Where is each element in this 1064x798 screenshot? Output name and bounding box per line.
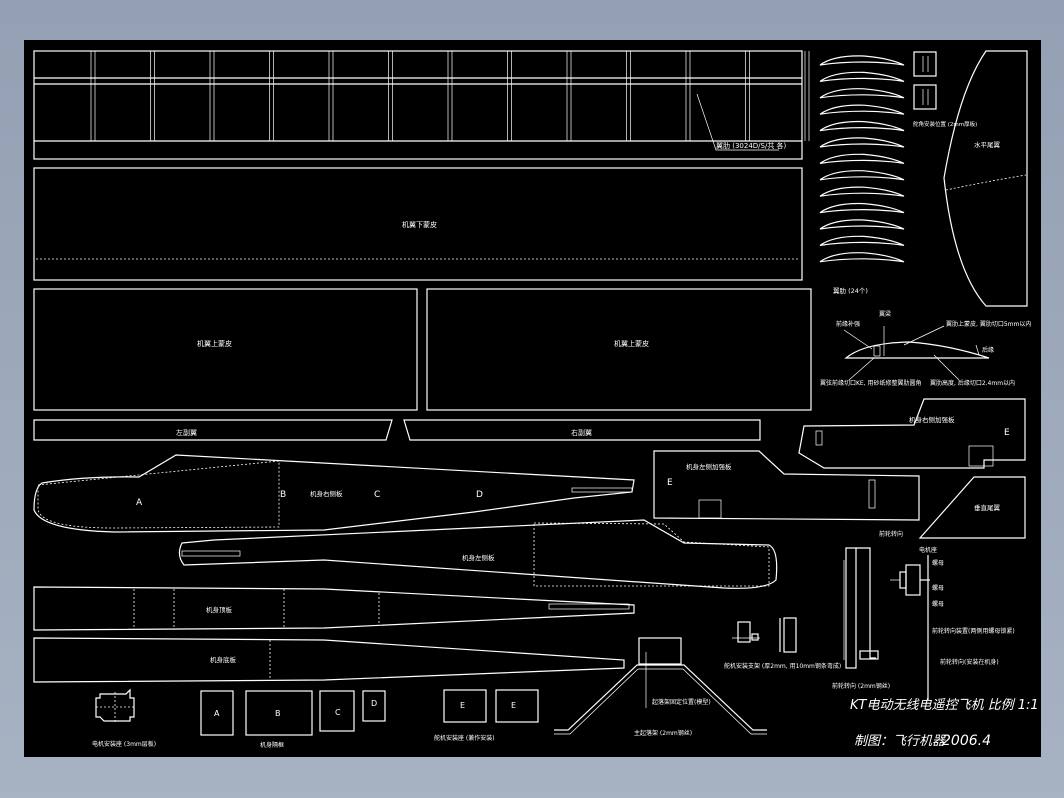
former-b-marker: B — [280, 490, 286, 500]
fuselage-right-label: 机身右侧板 — [310, 489, 343, 498]
drawing-title: KT电动无线电遥控飞机 比例 1:1 — [850, 698, 1039, 713]
ailerons: 左副翼 右副翼 — [33, 419, 761, 441]
former-c-marker: C — [374, 490, 380, 500]
fuselage-bottom: 机身底板 — [33, 637, 625, 683]
wing-lower-skin: 机翼下蒙皮 — [33, 167, 803, 281]
airfoil-rib — [819, 219, 905, 230]
airfoil-rib — [819, 235, 905, 246]
title-block: KT电动无线电遥控飞机 比例 1:1 制图：飞行机器 2006.4 — [850, 698, 1039, 749]
former-e-1: E — [460, 701, 465, 710]
airfoil-rib — [819, 186, 905, 197]
vertical-tail-label: 垂直尾翼 — [974, 503, 1001, 512]
airfoil-rib — [819, 104, 905, 115]
rib-note-notch: 翼弦前缘切口KE, 用砂纸修整翼肋圆角 — [820, 379, 922, 387]
fuselage-right-side: A B C D 机身右侧板 — [33, 454, 635, 533]
landing-gear-label: 主起落架 (2mm钢丝) — [634, 729, 692, 737]
wing-upper-skin-right: 机翼上蒙皮 — [426, 288, 812, 411]
stab-e-marker-2: E — [667, 478, 673, 488]
former-a-marker: A — [136, 498, 143, 508]
stab-reinforce-right: 机身右侧加强板 E — [798, 398, 1026, 469]
motor-note-nut-3: 螺母 — [932, 600, 944, 608]
fuselage-bottom-label: 机身底板 — [210, 655, 237, 664]
formers-label: 机身隔框 — [260, 741, 284, 749]
fuselage-top: 机身顶板 — [33, 586, 635, 631]
cad-drawing-canvas: 翼肋 (3024D/S/共 各) 机翼下蒙皮 机翼上蒙皮 机翼上蒙皮 左副翼 右… — [24, 40, 1041, 757]
vertical-tail: 垂直尾翼 — [918, 476, 1026, 539]
servo-bracket-detail: 舵机安装支架 (厚2mm, 用10mm钢条弯成) — [724, 617, 841, 670]
nose-gear-label: 前轮转向 (2mm钢丝) — [832, 682, 890, 690]
former-e-2: E — [511, 701, 516, 710]
wing-upper-skin-left: 机翼上蒙皮 — [33, 288, 418, 411]
stab-left-label: 机身左侧加强板 — [686, 462, 732, 471]
stab-right-label: 机身右侧加强板 — [909, 415, 955, 424]
airfoil-rib — [819, 88, 905, 99]
airfoil-rib — [819, 137, 905, 148]
horizontal-tail-label: 水平尾翼 — [974, 140, 1001, 149]
motor-note-mount: 电机座 — [919, 546, 937, 554]
nose-note-1: 前轮转向 — [879, 530, 903, 538]
elevator-horn-detail: 舵角安装位置 (2mm厚板) — [913, 51, 977, 128]
wing-upper-skin-right-label: 机翼上蒙皮 — [614, 339, 649, 348]
stab-e-marker-1: E — [1004, 428, 1010, 438]
right-aileron-label: 右副翼 — [571, 428, 592, 437]
former-c: C — [335, 708, 341, 717]
gear-note-label: 起落架固定位置(模型) — [652, 698, 711, 706]
motor-note-nut-2: 螺母 — [932, 584, 944, 592]
airfoil-count-label: 翼肋 (24个) — [833, 286, 868, 295]
airfoil-rib — [819, 153, 905, 164]
rib-note-spar: 翼梁 — [879, 310, 891, 318]
rib-note-height: 翼肋高度, 后缘切口2.4mm以内 — [930, 379, 1015, 387]
motor-mount-label: 电机安装座 (3mm层板) — [92, 740, 156, 748]
horizontal-tail: 水平尾翼 — [943, 50, 1028, 307]
wing-structure-plan: 翼肋 (3024D/S/共 各) — [33, 50, 810, 160]
nose-gear-detail: 前轮转向 (2mm钢丝) 前轮转向 — [832, 530, 903, 690]
airfoil-rib — [819, 170, 905, 181]
cad-drawing: 翼肋 (3024D/S/共 各) 机翼下蒙皮 机翼上蒙皮 机翼上蒙皮 左副翼 右… — [33, 50, 1039, 749]
airfoil-rib — [819, 120, 905, 132]
fuselage-left-label: 机身左侧板 — [462, 553, 495, 562]
stab-left: 机身左侧加强板 E — [653, 450, 920, 521]
servo-bracket-label: 舵机安装支架 (厚2mm, 用10mm钢条弯成) — [724, 662, 841, 670]
fuselage-left-side: 机身左侧板 — [178, 519, 778, 589]
airfoil-rib — [819, 252, 905, 263]
motor-note-install: 前轮转向(安装在机身) — [940, 658, 999, 666]
wing-upper-skin-left-label: 机翼上蒙皮 — [197, 339, 232, 348]
rib-note-leading-edge: 前缘补强 — [836, 320, 860, 328]
drawing-author: 制图：飞行机器 — [854, 734, 946, 749]
main-landing-gear: 起落架固定位置(模型) 主起落架 (2mm钢丝) — [554, 637, 767, 737]
former-d-marker: D — [476, 490, 483, 500]
airfoil-rib — [819, 55, 905, 66]
rib-cross-section: 前缘补强 翼梁 翼肋上蒙皮, 翼肋切口5mm以内 后缘 翼弦前缘切口KE, 用砂… — [820, 310, 1031, 387]
motor-note-steering: 前轮转向装置(两侧用螺母锁紧) — [932, 627, 1015, 635]
rib-note-upper-skin: 翼肋上蒙皮, 翼肋切口5mm以内 — [946, 320, 1031, 328]
motor-mount: 电机安装座 (3mm层板) — [92, 688, 156, 748]
servo-mount-label: 舵机安装座 (兼作安装) — [434, 734, 495, 742]
airfoil-ribs — [819, 55, 905, 263]
motor-note-nut-1: 螺母 — [932, 559, 944, 567]
wing-rib-label: 翼肋 (3024D/S/共 各) — [716, 141, 787, 150]
airfoil-rib — [819, 202, 905, 214]
servo-mounts: E E 舵机安装座 (兼作安装) — [434, 689, 539, 742]
former-b: B — [275, 709, 281, 718]
wing-lower-skin-label: 机翼下蒙皮 — [402, 220, 437, 229]
rib-note-trailing-edge: 后缘 — [982, 346, 994, 354]
former-a: A — [214, 709, 220, 718]
airfoil-rib — [819, 71, 905, 82]
left-aileron-label: 左副翼 — [176, 428, 197, 437]
motor-detail: 电机座 螺母 螺母 螺母 前轮转向装置(两侧用螺母锁紧) 前轮转向(安装在机身) — [890, 546, 1015, 700]
former-d: D — [371, 699, 377, 708]
fuselage-top-label: 机身顶板 — [206, 605, 233, 614]
elevator-horn-label: 舵角安装位置 (2mm厚板) — [913, 120, 977, 128]
fuselage-formers: A B C D 机身隔框 — [200, 690, 386, 749]
drawing-date: 2006.4 — [942, 733, 991, 749]
